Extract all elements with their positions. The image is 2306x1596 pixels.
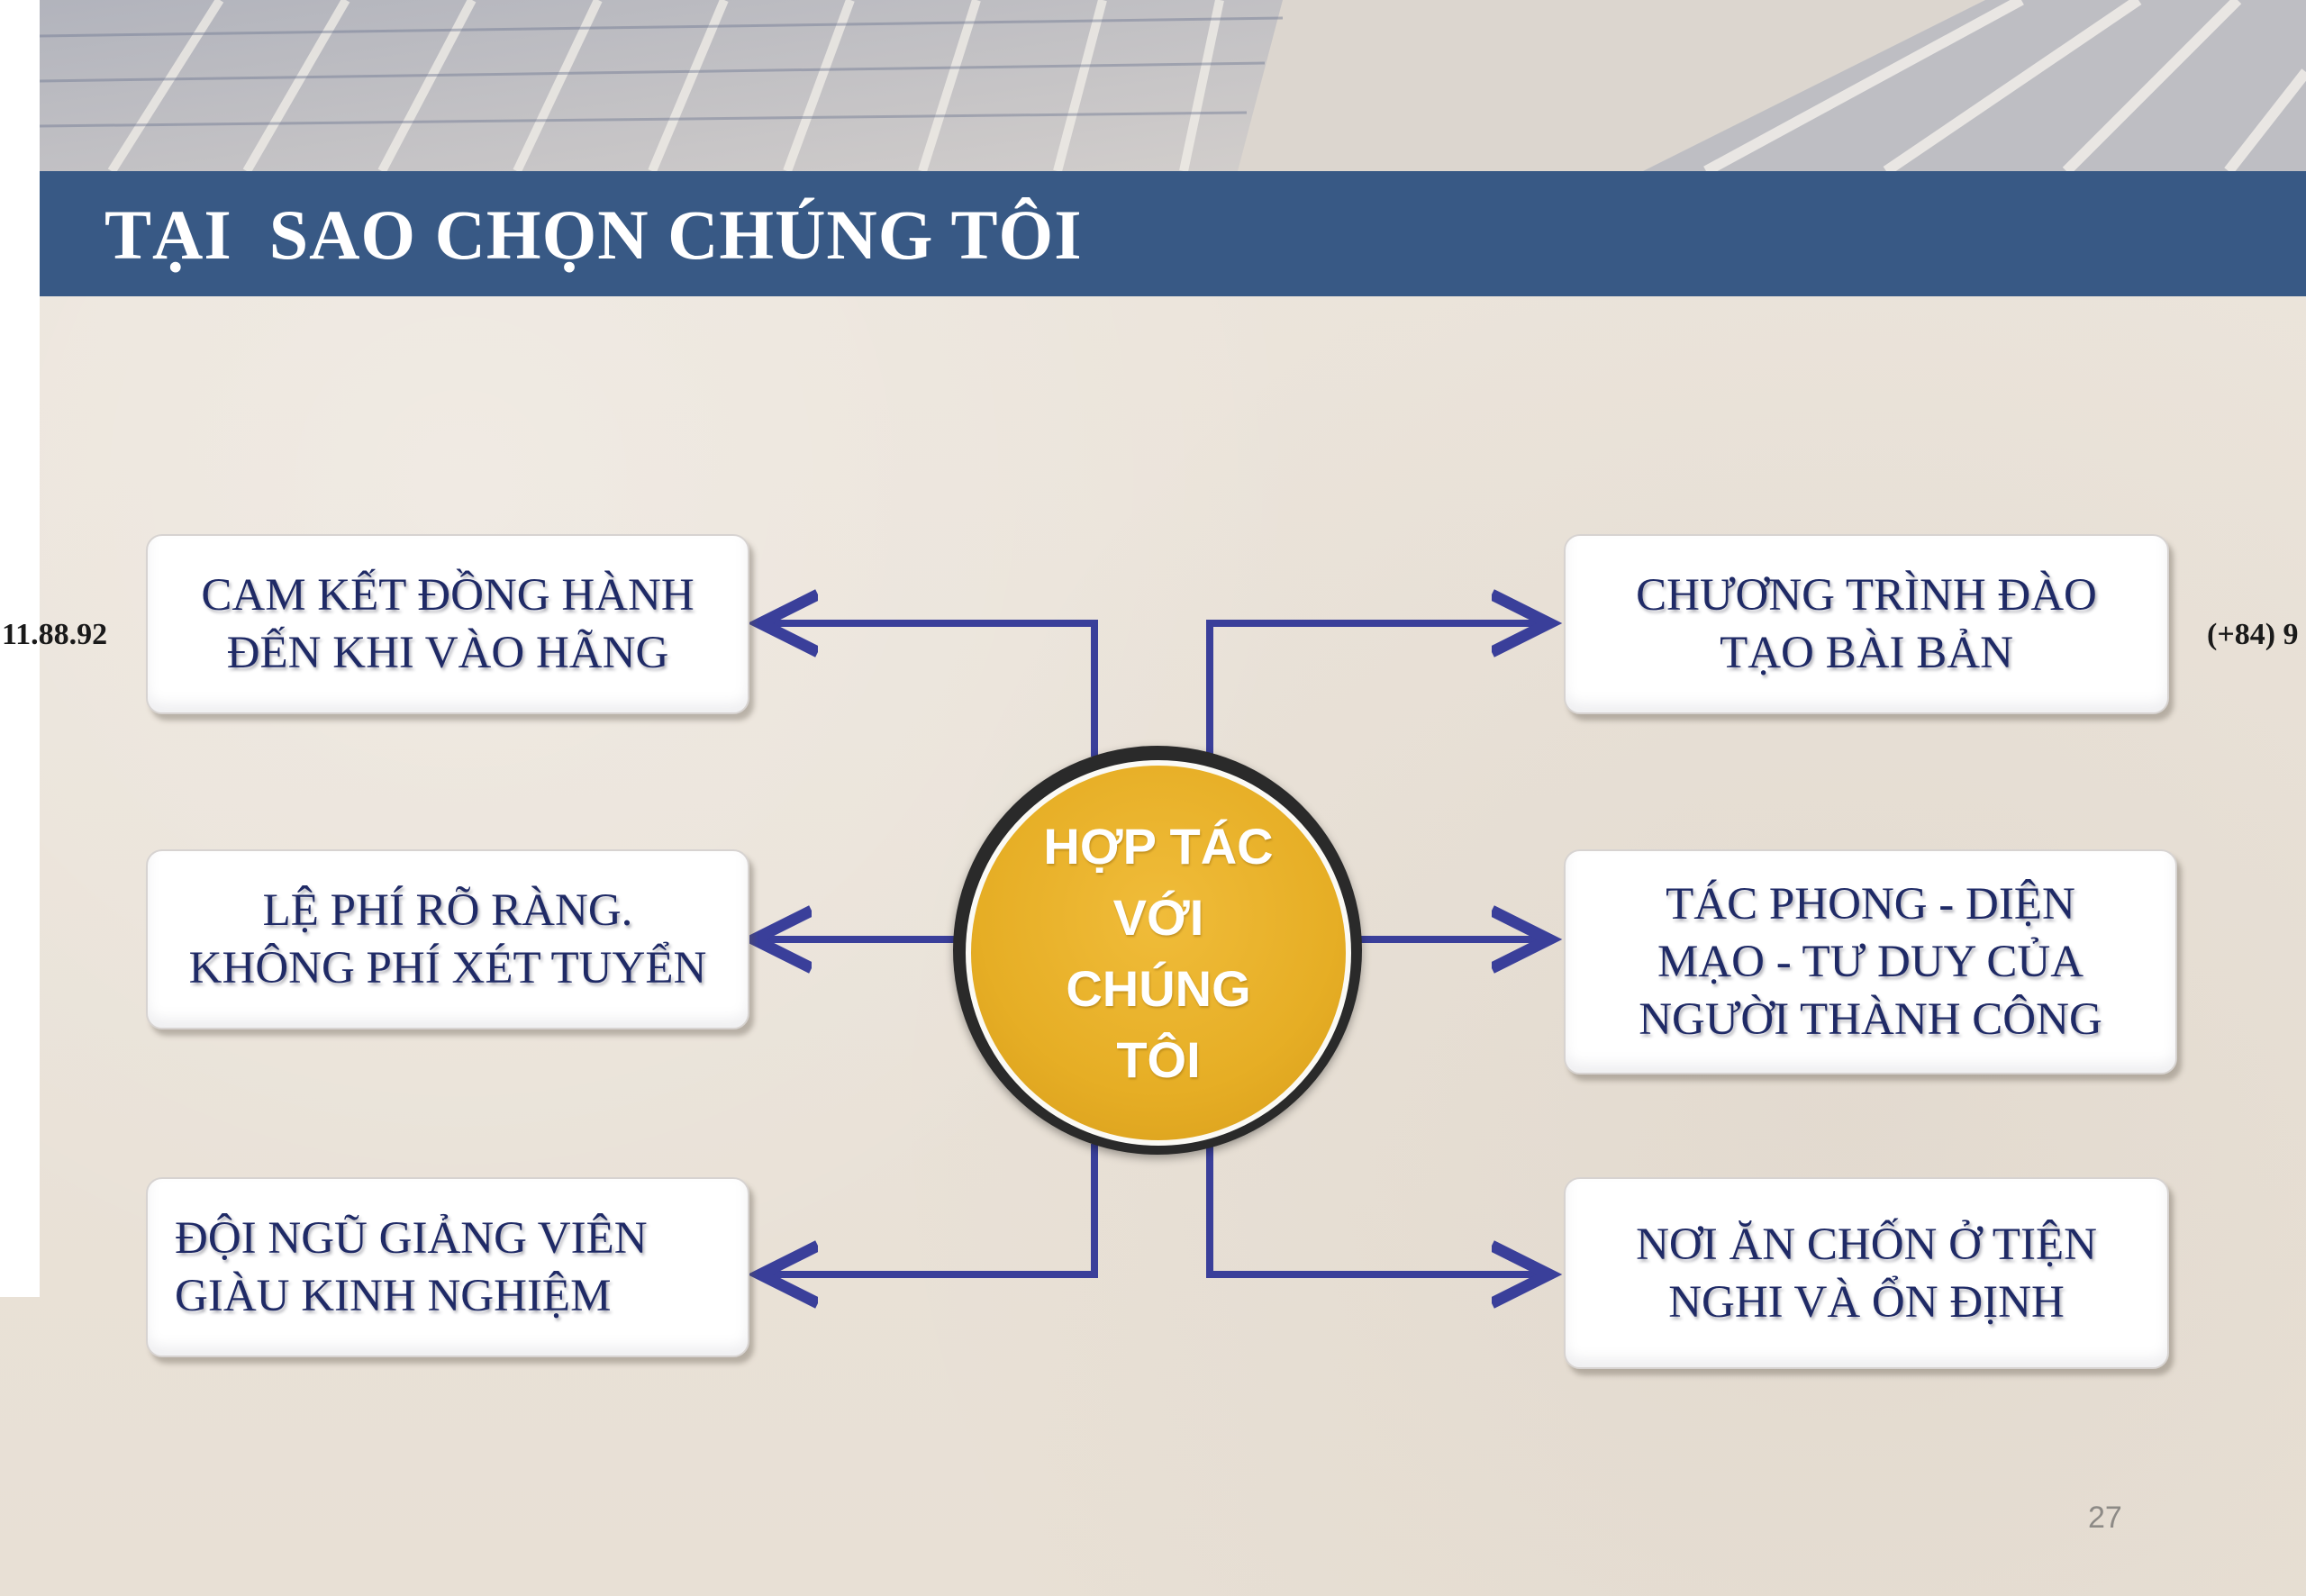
arrow-right-bottom: [1206, 1144, 1542, 1274]
arrow-right-top: [1206, 623, 1542, 757]
center-circle-text: HỢP TÁC VỚI CHÚNG TÔI: [1043, 818, 1274, 1088]
box-right-top: CHƯƠNG TRÌNH ĐÀO TẠO BÀI BẢN: [1564, 534, 2169, 714]
box-left-middle: LỆ PHÍ RÕ RÀNG. KHÔNG PHÍ XÉT TUYỂN: [146, 849, 749, 1029]
arrow-left-top: [767, 623, 1098, 757]
arrow-left-bottom: [767, 1144, 1098, 1274]
center-circle-fill: HỢP TÁC VỚI CHÚNG TÔI: [966, 760, 1351, 1146]
box-left-bottom: ĐỘI NGŨ GIẢNG VIÊN GIÀU KINH NGHIỆM: [146, 1177, 749, 1357]
box-right-top-text: CHƯƠNG TRÌNH ĐÀO TẠO BÀI BẢN: [1636, 570, 2097, 678]
box-right-middle: TÁC PHONG - DIỆN MẠO - TƯ DUY CỦA NGƯỜI …: [1564, 849, 2177, 1075]
side-text-right: (+84) 9: [2207, 618, 2299, 651]
page-title: TẠI SAO CHỌN CHÚNG TÔI: [104, 195, 1083, 274]
center-circle: HỢP TÁC VỚI CHÚNG TÔI: [953, 746, 1362, 1155]
header-building-photo: [40, 0, 2306, 171]
left-margin-strip: [0, 0, 40, 1297]
box-left-bottom-text: ĐỘI NGŨ GIẢNG VIÊN GIÀU KINH NGHIỆM: [175, 1213, 648, 1321]
page-number: 27: [2088, 1501, 2122, 1535]
title-bar: TẠI SAO CHỌN CHÚNG TÔI: [40, 171, 2306, 296]
side-text-left: 11.88.92: [2, 618, 108, 651]
box-left-top-text: CAM KẾT ĐỒNG HÀNH ĐẾN KHI VÀO HÃNG: [201, 570, 695, 678]
box-right-bottom: NƠI ĂN CHỐN Ở TIỆN NGHI VÀ ỔN ĐỊNH: [1564, 1177, 2169, 1369]
box-left-top: CAM KẾT ĐỒNG HÀNH ĐẾN KHI VÀO HÃNG: [146, 534, 749, 714]
box-left-middle-text: LỆ PHÍ RÕ RÀNG. KHÔNG PHÍ XÉT TUYỂN: [188, 885, 707, 993]
box-right-bottom-text: NƠI ĂN CHỐN Ở TIỆN NGHI VÀ ỔN ĐỊNH: [1636, 1219, 2097, 1328]
box-right-middle-text: TÁC PHONG - DIỆN MẠO - TƯ DUY CỦA NGƯỜI …: [1639, 879, 2102, 1045]
